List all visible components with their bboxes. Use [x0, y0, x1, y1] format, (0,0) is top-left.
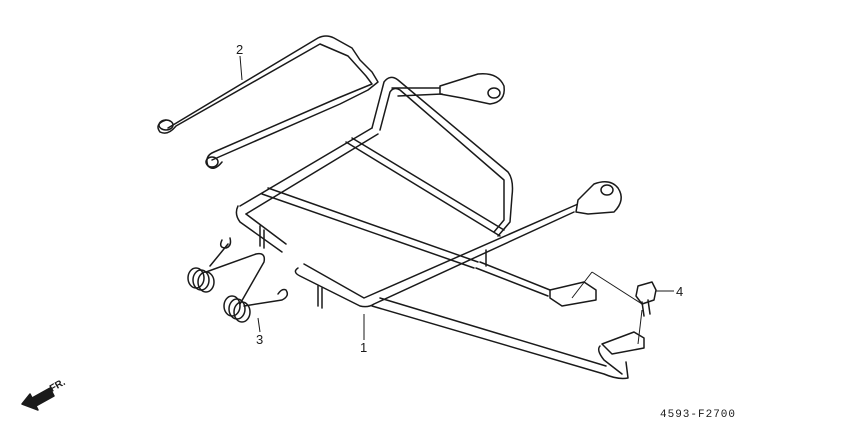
callout-2: 2 — [236, 42, 243, 57]
part-1-frame — [235, 73, 645, 380]
part-4-bolt — [635, 281, 657, 317]
front-direction-arrow: FR. — [21, 377, 68, 411]
callout-3: 3 — [256, 332, 263, 347]
callout-4: 4 — [676, 284, 683, 299]
diagram-code: 4593-F2700 — [660, 409, 736, 421]
front-direction-label: FR. — [48, 377, 68, 395]
callout-1: 1 — [360, 340, 367, 355]
part-2-wire-rod — [157, 35, 379, 169]
part-3-spring — [187, 237, 289, 323]
leader-lines — [239, 55, 674, 345]
